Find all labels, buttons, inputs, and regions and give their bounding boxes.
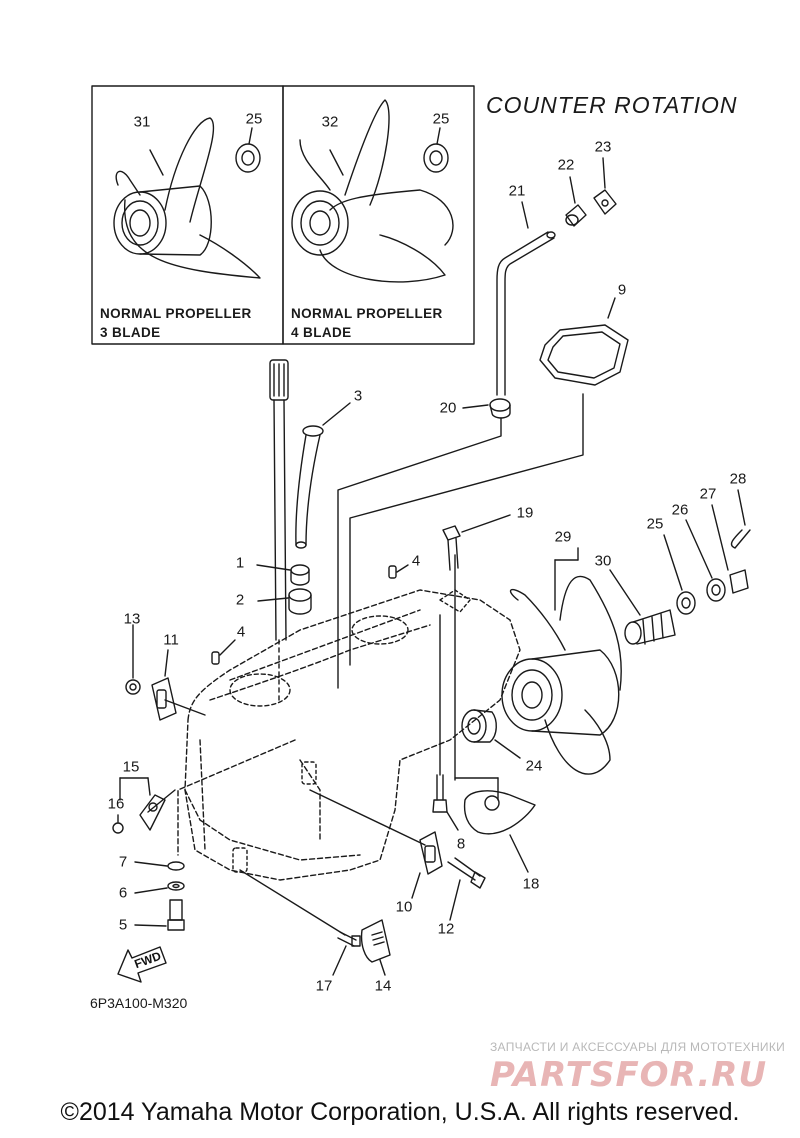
- callout-1: 1: [235, 554, 245, 572]
- callout-28: 28: [729, 470, 747, 488]
- bolt-12-drawing: [447, 857, 486, 921]
- callout-25: 25: [646, 515, 664, 533]
- cover-11-drawing: [151, 649, 177, 721]
- forward-direction-arrow-icon: [117, 946, 167, 983]
- water-tube-3-drawing: [295, 402, 351, 549]
- screw-16-drawing: [112, 814, 124, 834]
- callout-24: 24: [525, 757, 543, 775]
- bolt-17-drawing: [332, 931, 361, 976]
- inset-1-caption-line2: 3 BLADE: [100, 325, 161, 340]
- grommet-1-2-drawing: [256, 564, 312, 615]
- cotter-pin-28-drawing: [730, 489, 751, 549]
- callout-13: 13: [123, 610, 141, 628]
- callout-8: 8: [456, 835, 466, 853]
- callout-19: 19: [516, 504, 534, 522]
- propeller-4-blade-drawing: [291, 99, 454, 283]
- callout-20: 20: [439, 399, 457, 417]
- callout-15: 15: [122, 758, 140, 776]
- propeller-29-drawing: [501, 547, 622, 775]
- watermark-tagline: ЗАПЧАСТИ И АКСЕССУАРЫ ДЛЯ МОТОТЕХНИКИ: [490, 1040, 786, 1054]
- callout-23: 23: [594, 138, 612, 156]
- callout-17: 17: [315, 977, 333, 995]
- anode-24-drawing: [461, 709, 521, 759]
- callout-21: 21: [508, 182, 526, 200]
- callout-2: 2: [235, 591, 245, 609]
- cover-14-drawing: [360, 919, 391, 976]
- callout-7: 7: [118, 853, 128, 871]
- callout-3: 3: [353, 387, 363, 405]
- copyright-notice: ©2014 Yamaha Motor Corporation, U.S.A. A…: [60, 1098, 740, 1126]
- callout-4b: 4: [236, 623, 246, 641]
- inset-1-caption: NORMAL PROPELLER 3 BLADE: [100, 304, 252, 342]
- callout-25-inset-2: 25: [432, 110, 450, 128]
- diagram-title: COUNTER ROTATION: [486, 92, 738, 118]
- callout-25-inset-1: 25: [245, 110, 263, 128]
- callout-10: 10: [395, 898, 413, 916]
- callout-9: 9: [617, 281, 627, 299]
- callout-11: 11: [163, 631, 179, 649]
- bolt-8-drawing: [432, 774, 459, 831]
- washer-25-inset-1-drawing: [235, 127, 261, 173]
- callout-14: 14: [374, 977, 392, 995]
- callout-29: 29: [554, 528, 572, 546]
- inset-2-caption-line2: 4 BLADE: [291, 325, 352, 340]
- dowel-pin-drawings: [211, 564, 409, 665]
- washer-25-inset-2-drawing: [423, 127, 449, 173]
- inset-2-caption-line1: NORMAL PROPELLER: [291, 306, 443, 321]
- trim-tab-18-drawing: [463, 790, 536, 873]
- inset-1-caption-line1: NORMAL PROPELLER: [100, 306, 252, 321]
- spacer-30-drawing: [609, 569, 676, 645]
- drive-shaft-drawing: [269, 359, 289, 701]
- watermark-logo: PARTSFOR.RU: [490, 1055, 768, 1095]
- lower-casing-drawing: [184, 589, 521, 881]
- washer-26-drawing: [685, 519, 726, 602]
- inset-2-caption: NORMAL PROPELLER 4 BLADE: [291, 304, 443, 342]
- clip-23-drawing: [593, 157, 617, 215]
- washer-6-drawing: [134, 881, 185, 894]
- bolt-19-drawing: [442, 514, 511, 571]
- callout-5: 5: [118, 916, 128, 934]
- hose-21-and-fitting-20-drawing: [462, 201, 556, 419]
- callout-30: 30: [594, 552, 612, 570]
- callout-6: 6: [118, 884, 128, 902]
- callout-12: 12: [437, 920, 455, 938]
- nut-27-drawing: [711, 504, 749, 594]
- washer-7-drawing: [134, 861, 185, 871]
- leader-lines: [147, 393, 584, 936]
- bolt-5-drawing: [134, 899, 185, 931]
- nut-13-drawing: [125, 624, 141, 695]
- callout-22: 22: [557, 156, 575, 174]
- callout-18: 18: [522, 875, 540, 893]
- callout-16: 16: [107, 795, 125, 813]
- washer-25-drawing: [663, 534, 696, 615]
- diagram-code: 6P3A100-M320: [90, 995, 188, 1011]
- collar-22-drawing: [565, 176, 587, 227]
- propeller-3-blade-drawing: [113, 117, 261, 279]
- callout-32: 32: [321, 113, 339, 131]
- anode-10-drawing: [411, 831, 443, 899]
- propeller-inset-boxes: [91, 85, 475, 345]
- anode-15-drawing: [119, 777, 166, 831]
- callout-31: 31: [133, 113, 151, 131]
- callout-27: 27: [699, 485, 717, 503]
- callout-26: 26: [671, 501, 689, 519]
- gasket-9-drawing: [539, 297, 629, 386]
- callout-4a: 4: [411, 552, 421, 570]
